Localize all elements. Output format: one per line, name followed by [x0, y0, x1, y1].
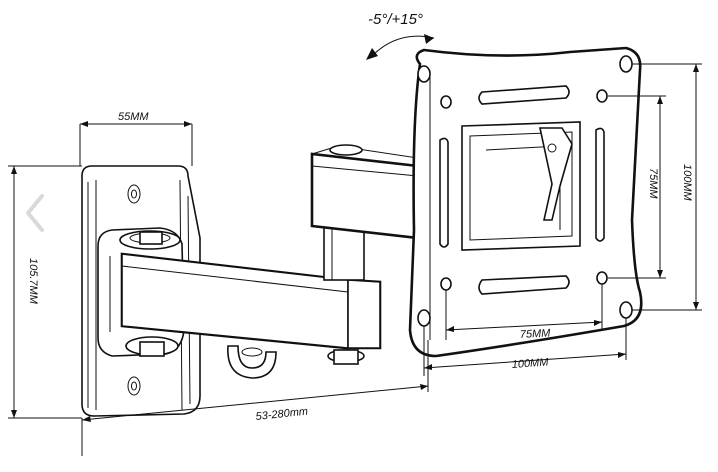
vesa-100-h-label: 100MM: [511, 356, 549, 371]
plate-width-label: 55MM: [118, 111, 149, 123]
dimension-vesa-100-v-line: [632, 63, 702, 311]
vesa-75-h-label: 75MM: [520, 327, 552, 341]
dimension-plate-height-line: [8, 165, 82, 419]
vesa-100-v-label: 100MM: [681, 164, 693, 202]
dimension-vesa-100-h-line: [423, 318, 627, 376]
vesa-75-v-label: 75MM: [647, 168, 659, 199]
dimension-vesa-75-v-line: [608, 95, 666, 279]
prev-arrow-button[interactable]: [18, 190, 52, 236]
chevron-left-icon: [26, 194, 44, 232]
extension-arm-1: [120, 252, 382, 379]
tilt-arrow: [366, 34, 435, 60]
plate-height-label: 105.7MM: [27, 258, 39, 305]
dimension-plate-width-line: [79, 121, 193, 166]
vesa-plate: [408, 46, 643, 358]
extension-arm-2: [310, 144, 420, 281]
tilt-range-label: -5°/+15°: [368, 11, 423, 28]
arm-extension-label: 53-280mm: [255, 406, 309, 423]
dimension-vesa-75-h-line: [445, 284, 603, 340]
